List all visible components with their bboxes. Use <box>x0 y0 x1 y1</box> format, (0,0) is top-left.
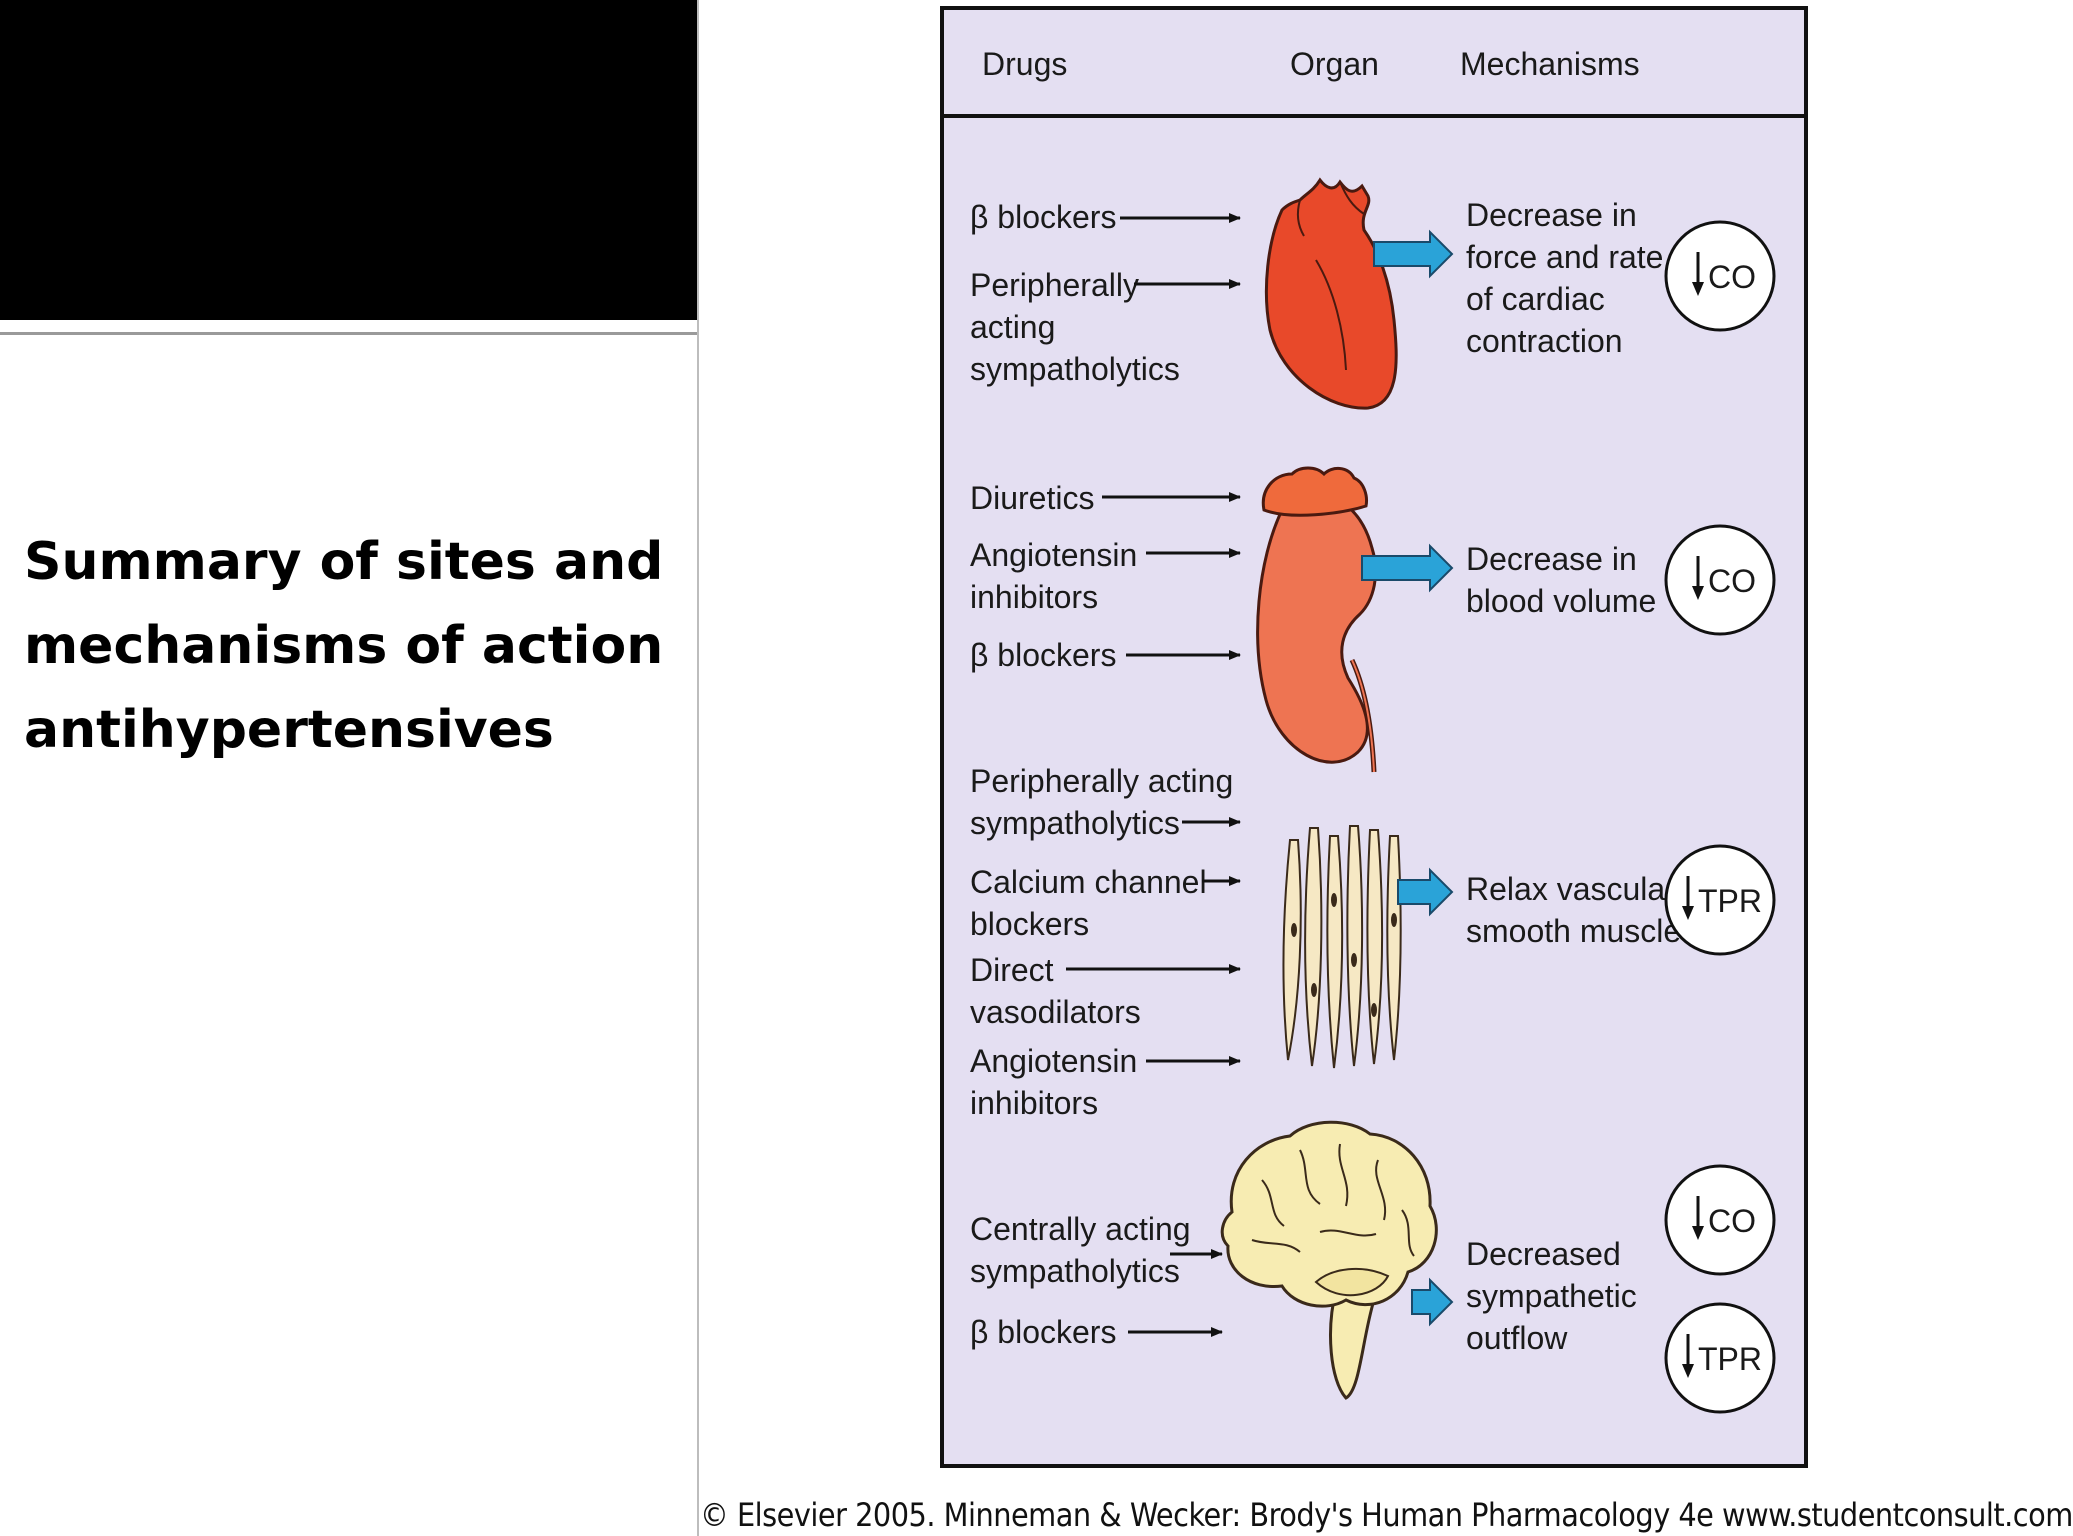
mechanism-label: Relax vascular smooth muscle <box>1466 871 1682 949</box>
drug-label: Peripherally acting sympatholytics <box>970 267 1180 387</box>
mechanism-arrow <box>1373 229 1454 279</box>
mechanism-label: Decreased sympathetic outflow <box>1466 1236 1637 1356</box>
brainstem-shape <box>1329 1288 1376 1400</box>
slide-title: Summary of sites and mechanisms of actio… <box>24 520 684 772</box>
mechanism-label: Decrease in force and rate of cardiac co… <box>1466 197 1664 359</box>
mechanism-arrow <box>1397 867 1454 917</box>
drug-label: Centrally acting sympatholytics <box>970 1211 1191 1289</box>
header-divider <box>940 114 1808 118</box>
slide-divider <box>697 0 699 1536</box>
effect-label: TPR <box>1698 883 1762 919</box>
copyright-credit: © Elsevier 2005. Minneman & Wecker: Brod… <box>700 1496 2073 1534</box>
mechanism-label: Decrease in blood volume <box>1466 541 1657 619</box>
effect-label: CO <box>1708 259 1756 295</box>
mechanism-arrow <box>1361 543 1454 593</box>
effect-circle-co: CO <box>1664 1164 1776 1276</box>
brain-icon <box>1220 1120 1438 1400</box>
header-drugs: Drugs <box>982 46 1068 82</box>
drug-label: β blockers <box>970 199 1117 235</box>
drug-label: Angiotensin inhibitors <box>970 1043 1138 1121</box>
effect-circle-co: CO <box>1664 524 1776 636</box>
drug-label: Peripherally acting sympatholytics <box>970 763 1234 841</box>
effect-circle-co: CO <box>1664 220 1776 332</box>
drug-label: Angiotensin inhibitors <box>970 537 1138 615</box>
slide-title-line: Summary of sites and <box>24 532 664 592</box>
kidney-shape <box>1256 492 1378 764</box>
effect-label: CO <box>1708 1203 1756 1239</box>
smooth-muscle-icon <box>1282 825 1402 1069</box>
slide-title-line: antihypertensives <box>24 700 554 760</box>
slide-title-line: mechanisms of action <box>24 616 664 676</box>
drug-arrows <box>1066 213 1241 1337</box>
kidney-icon <box>1256 466 1378 773</box>
title-bar-background <box>0 0 697 320</box>
cerebrum-shape <box>1220 1120 1438 1308</box>
adrenal-shape <box>1261 466 1368 517</box>
effect-label: TPR <box>1698 1341 1762 1377</box>
drug-label: β blockers <box>970 637 1117 673</box>
mechanism-arrows <box>1361 229 1454 1327</box>
effect-circles: CO CO TPR CO TPR <box>1664 220 1776 1414</box>
header-mechanisms: Mechanisms <box>1460 46 1640 82</box>
separator-line <box>0 332 697 335</box>
effect-label: CO <box>1708 563 1756 599</box>
cerebellum-shape <box>1314 1267 1390 1297</box>
drug-label: Diuretics <box>970 480 1095 516</box>
effect-circle-tpr: TPR <box>1664 844 1776 956</box>
drug-label: β blockers <box>970 1314 1117 1350</box>
heart-icon <box>1264 177 1398 410</box>
mechanism-arrow <box>1411 1277 1454 1327</box>
header-organ: Organ <box>1290 46 1379 82</box>
effect-circle-tpr: TPR <box>1664 1302 1776 1414</box>
drug-label: Calcium channel blockers <box>970 864 1207 942</box>
drug-label: Direct vasodilators <box>970 952 1141 1030</box>
